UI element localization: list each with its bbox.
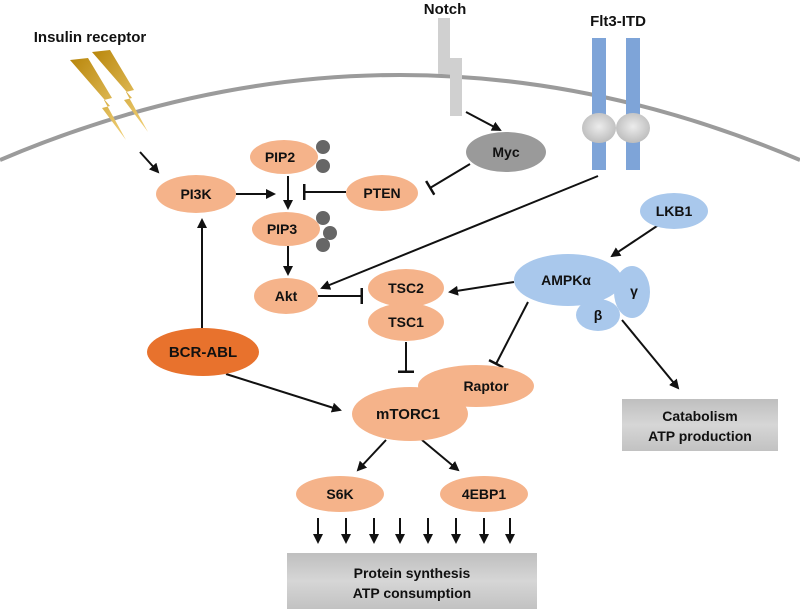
phosphate-icon — [316, 238, 330, 252]
svg-text:Protein synthesis: Protein synthesis — [354, 565, 471, 581]
node-ampk: AMPKα γ β — [514, 254, 650, 331]
svg-text:Catabolism: Catabolism — [662, 408, 737, 424]
svg-text:Myc: Myc — [492, 144, 519, 160]
svg-text:TSC2: TSC2 — [388, 280, 424, 296]
insulin-receptor-label: Insulin receptor — [34, 29, 147, 46]
arrow-bcrabl-mtorc1 — [225, 373, 342, 413]
inhibit-myc-pten — [425, 163, 471, 196]
svg-text:S6K: S6K — [326, 486, 353, 502]
node-tsc1: TSC1 — [368, 303, 444, 341]
svg-text:BCR-ABL: BCR-ABL — [169, 344, 237, 361]
svg-text:ATP production: ATP production — [648, 428, 752, 444]
arrows — [139, 111, 680, 472]
node-myc: Myc — [466, 132, 546, 172]
protein-synthesis-box: Protein synthesis ATP consumption — [287, 553, 537, 609]
arrow-lkb1-ampk — [610, 223, 661, 258]
flt3-itd-receptor-icon — [582, 38, 650, 170]
phosphate-icon — [316, 140, 330, 154]
flt3-itd-label: Flt3-ITD — [590, 13, 646, 30]
arrow-ampk-tsc2 — [448, 281, 515, 296]
node-4ebp1: 4EBP1 — [440, 476, 528, 512]
svg-text:LKB1: LKB1 — [656, 203, 693, 219]
svg-text:PIP2: PIP2 — [265, 149, 296, 165]
phosphate-icon — [316, 159, 330, 173]
svg-text:mTORC1: mTORC1 — [376, 406, 440, 423]
arrow-insulin-pi3k — [139, 151, 160, 174]
arrow-notch-myc — [465, 111, 502, 131]
node-lkb1: LKB1 — [640, 193, 708, 229]
node-bcr-abl: BCR-ABL — [147, 328, 259, 376]
svg-text:Raptor: Raptor — [463, 378, 509, 394]
node-pten: PTEN — [346, 175, 418, 211]
arrow-flt3-akt — [320, 175, 599, 290]
catabolism-box: Catabolism ATP production — [622, 399, 778, 451]
inhibit-ampk-raptor — [488, 301, 529, 369]
node-pi3k: PI3K — [156, 175, 236, 213]
svg-text:γ: γ — [630, 283, 638, 299]
svg-text:PTEN: PTEN — [363, 185, 400, 201]
phosphate-icon — [316, 211, 330, 225]
svg-text:β: β — [594, 307, 603, 323]
node-tsc2: TSC2 — [368, 269, 444, 307]
phosphate-icon — [323, 226, 337, 240]
svg-text:PIP3: PIP3 — [267, 221, 298, 237]
cell-membrane — [0, 73, 800, 162]
svg-text:ATP consumption: ATP consumption — [353, 585, 471, 601]
svg-text:Akt: Akt — [275, 288, 298, 304]
notch-label: Notch — [424, 1, 467, 18]
arrow-ampk-catabolism — [621, 319, 680, 390]
node-mtorc1: Raptor mTORC1 — [352, 365, 534, 441]
arrow-mtorc1-4ebp1 — [421, 439, 460, 472]
arrow-mtorc1-s6k — [356, 439, 387, 472]
notch-receptor-icon — [438, 18, 462, 116]
node-s6k: S6K — [296, 476, 384, 512]
svg-text:4EBP1: 4EBP1 — [462, 486, 507, 502]
node-pip2: PIP2 — [250, 140, 330, 174]
down-arrows — [313, 518, 515, 544]
node-pip3: PIP3 — [252, 211, 337, 252]
svg-text:PI3K: PI3K — [180, 186, 211, 202]
node-akt: Akt — [254, 278, 318, 314]
svg-text:TSC1: TSC1 — [388, 314, 424, 330]
insulin-receptor-icon — [70, 50, 148, 140]
svg-text:AMPKα: AMPKα — [541, 272, 591, 288]
